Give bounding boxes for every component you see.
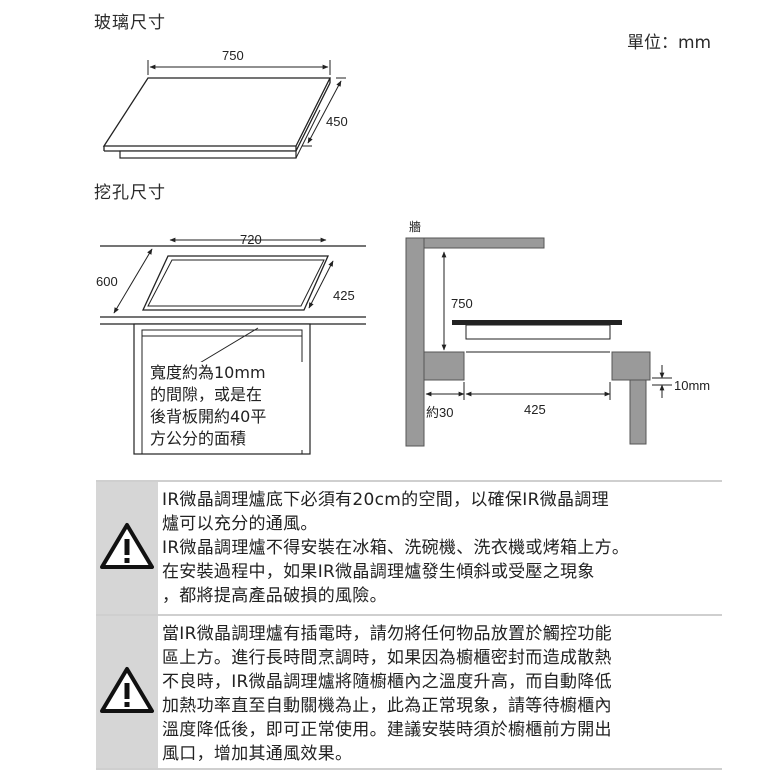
glass-panel-drawing: [102, 60, 346, 159]
warning-box-1: IR微晶調理爐底下必須有20cm的空間，以確保IR微晶調理 爐可以充分的通風。 …: [96, 480, 722, 614]
warning-triangle-icon: [100, 523, 154, 569]
warning-line: 風口，增加其通風效果。: [162, 744, 353, 764]
warning-line: IR微晶調理爐底下必須有20cm的空間，以確保IR微晶調理: [162, 490, 609, 510]
note-line: 方公分的面積: [148, 428, 304, 450]
warning-line: 區上方。進行長時間烹調時，如果因為櫥櫃密封而造成散熱: [162, 648, 612, 668]
warning-line: 在安裝過程中，如果IR微晶調理爐發生傾斜或受壓之現象: [162, 562, 595, 582]
counter-depth-label: 600: [96, 274, 118, 289]
warning-line: 當IR微晶調理爐有插電時，請勿將任何物品放置於觸控功能: [162, 624, 612, 644]
ventilation-note: 寬度約為10mm 的間隙，或是在 後背板開約40平 方公分的面積: [148, 362, 304, 450]
warning-box-2: 當IR微晶調理爐有插電時，請勿將任何物品放置於觸控功能 區上方。進行長時間烹調時…: [96, 614, 722, 770]
note-line: 後背板開約40平: [148, 406, 304, 428]
warning-icon-cell: [96, 616, 158, 768]
warning-line: 爐可以充分的通風。: [162, 514, 318, 534]
glass-width-label: 750: [222, 48, 244, 63]
cutout-size-heading: 挖孔尺寸: [94, 183, 166, 203]
height-label: 750: [451, 296, 473, 311]
unit-label: 單位：mm: [627, 33, 712, 53]
diagram-canvas: [100, 60, 672, 455]
cutout-depth-label: 425: [333, 288, 355, 303]
cutout-width-label: 720: [240, 232, 262, 247]
warning-text-2: 當IR微晶調理爐有插電時，請勿將任何物品放置於觸控功能 區上方。進行長時間烹調時…: [162, 616, 722, 768]
warning-text-1: IR微晶調理爐底下必須有20cm的空間，以確保IR微晶調理 爐可以充分的通風。 …: [162, 482, 722, 614]
warning-line: IR微晶調理爐不得安裝在冰箱、洗碗機、洗衣機或烤箱上方。: [162, 538, 630, 558]
cutout-side-label: 425: [524, 402, 546, 417]
note-line: 寬度約為10mm: [148, 362, 304, 384]
offset-label: 約30: [426, 405, 454, 420]
side-view-drawing: [405, 237, 672, 447]
glass-depth-label: 450: [326, 114, 348, 129]
warning-line: ，都將提高產品破損的風險。: [162, 586, 387, 606]
warning-line: 加熱功率直至自動關機為止，此為正常現象，請等待櫥櫃內: [162, 696, 612, 716]
note-line: 的間隙，或是在: [148, 384, 304, 406]
warning-line: 不良時，IR微晶調理爐將隨櫥櫃內之溫度升高，而自動降低: [162, 672, 612, 692]
gap-label: 10mm: [674, 378, 711, 393]
warning-triangle-icon: [100, 667, 154, 713]
warning-line: 溫度降低後，即可正常使用。建議安裝時須於櫥櫃前方開出: [162, 720, 612, 740]
wall-label: 牆: [409, 220, 422, 234]
warning-icon-cell: [96, 482, 158, 614]
glass-size-heading: 玻璃尺寸: [94, 13, 166, 33]
